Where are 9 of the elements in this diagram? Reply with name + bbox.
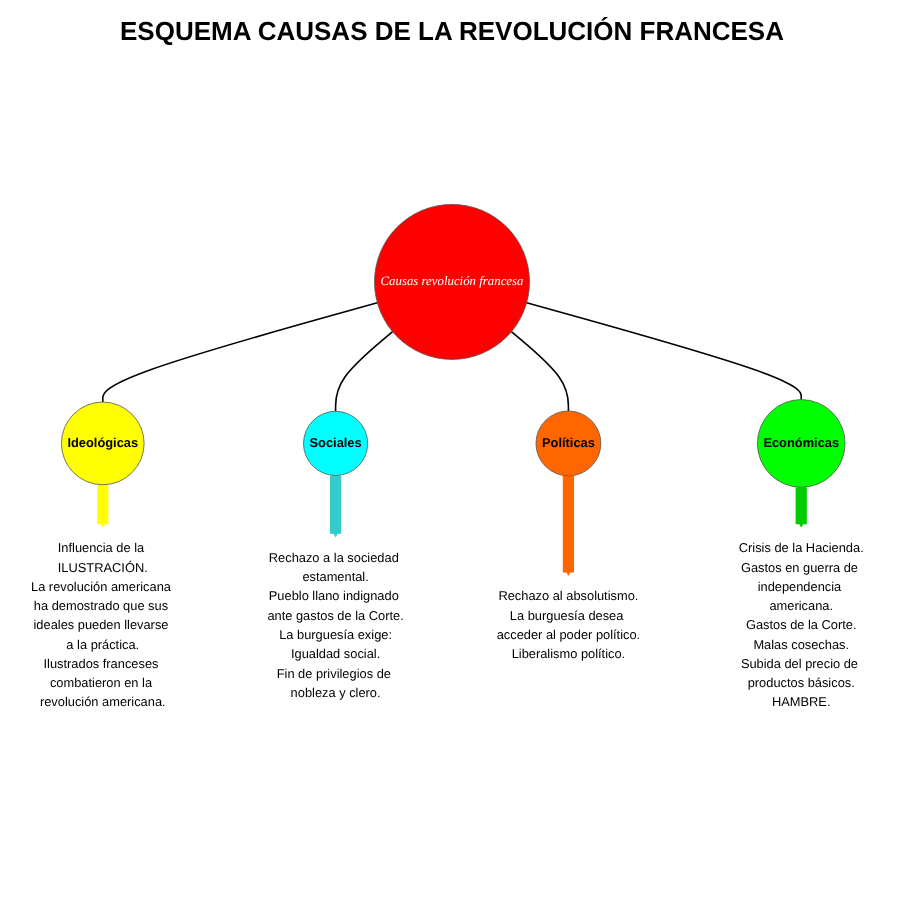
connector — [510, 330, 570, 412]
connector — [101, 301, 379, 403]
arrow — [329, 474, 342, 537]
arrow — [795, 484, 807, 528]
connector — [334, 330, 394, 412]
connector — [525, 301, 803, 400]
arrow — [97, 482, 109, 528]
diagram-title: ESQUEMA CAUSAS DE LA REVOLUCIÓN FRANCESA — [117, 16, 786, 46]
arrow — [562, 474, 575, 576]
